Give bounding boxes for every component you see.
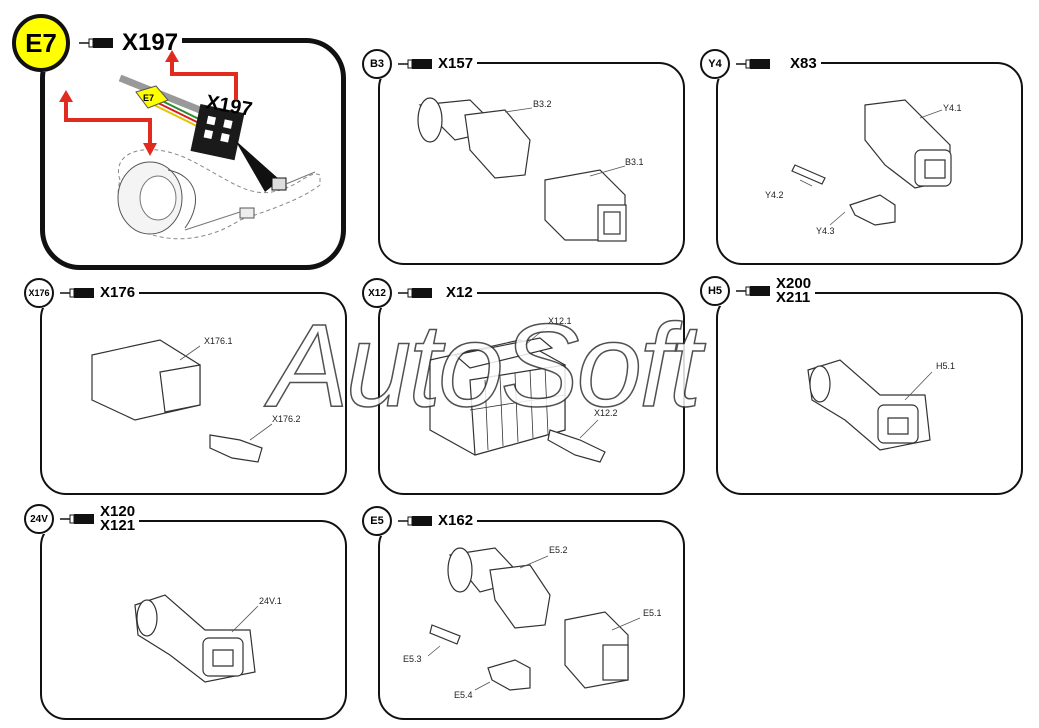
label-e5-4: E5.4 <box>454 690 473 700</box>
code-x83: X83 <box>790 55 817 72</box>
e7-wire-tag <box>135 85 169 109</box>
panel-h5-header: H5 X200 X211 <box>700 275 816 306</box>
label-e5-1: E5.1 <box>643 608 662 618</box>
label-y4-1: Y4.1 <box>943 103 962 113</box>
label-b3-1: B3.1 <box>625 157 644 167</box>
label-y4-3: Y4.3 <box>816 226 835 236</box>
connector-plug-icon <box>398 59 432 69</box>
code-x176: X176 <box>100 284 136 301</box>
e7-tag-label: E7 <box>143 93 154 103</box>
label-h5-1: H5.1 <box>936 361 956 371</box>
label-y4-2: Y4.2 <box>765 190 784 200</box>
panel-24v-header: 24V X120 X121 <box>24 503 140 534</box>
badge-y4: Y4 <box>700 49 730 79</box>
label-b3-2: B3.2 <box>533 99 552 109</box>
panel-b3-header: B3 X157 <box>362 49 478 79</box>
code-x162: X162 <box>438 512 474 529</box>
panel-y4-header: Y4 X83 <box>700 49 821 79</box>
panel-e7-header: E7 X197 <box>12 14 183 72</box>
badge-x12: X12 <box>362 278 392 308</box>
code-x197: X197 <box>122 29 179 56</box>
code-x120: X120 <box>100 503 136 520</box>
connector-plug-icon <box>60 288 94 298</box>
code-x211: X211 <box>776 289 811 306</box>
connector-plug-icon <box>60 514 94 524</box>
panel-e7 <box>40 38 346 270</box>
code-x121: X121 <box>100 517 136 534</box>
code-x12: X12 <box>446 284 473 301</box>
connector-plug-icon <box>398 516 432 526</box>
connector-plug-icon <box>79 38 113 48</box>
code-x200: X200 <box>776 275 812 292</box>
label-x176-1: X176.1 <box>204 336 233 346</box>
badge-e7: E7 <box>12 14 70 72</box>
panel-x12-header: X12 X12 <box>362 278 477 308</box>
label-e5-3: E5.3 <box>403 654 422 664</box>
code-x157: X157 <box>438 55 474 72</box>
connector-plug-icon <box>736 286 770 296</box>
panel-b3 <box>378 62 685 265</box>
panel-x176-header: X176 X176 <box>24 278 140 308</box>
codes-24v: X120 X121 <box>100 503 136 534</box>
label-x12-2: X12.2 <box>594 408 618 418</box>
badge-24v: 24V <box>24 504 54 534</box>
panel-e5-header: E5 X162 <box>362 506 478 536</box>
label-24v-1: 24V.1 <box>259 596 282 606</box>
badge-e5: E5 <box>362 506 392 536</box>
badge-x176: X176 <box>24 278 54 308</box>
connector-plug-icon <box>398 288 432 298</box>
label-x176-2: X176.2 <box>272 414 301 424</box>
connector-plug-icon <box>736 59 770 69</box>
badge-h5: H5 <box>700 276 730 306</box>
panel-y4 <box>716 62 1023 265</box>
label-e5-2: E5.2 <box>549 545 568 555</box>
panel-x176 <box>40 292 347 495</box>
label-x12-1: X12.1 <box>548 316 572 326</box>
codes-h5: X200 X211 <box>776 275 812 306</box>
badge-b3: B3 <box>362 49 392 79</box>
